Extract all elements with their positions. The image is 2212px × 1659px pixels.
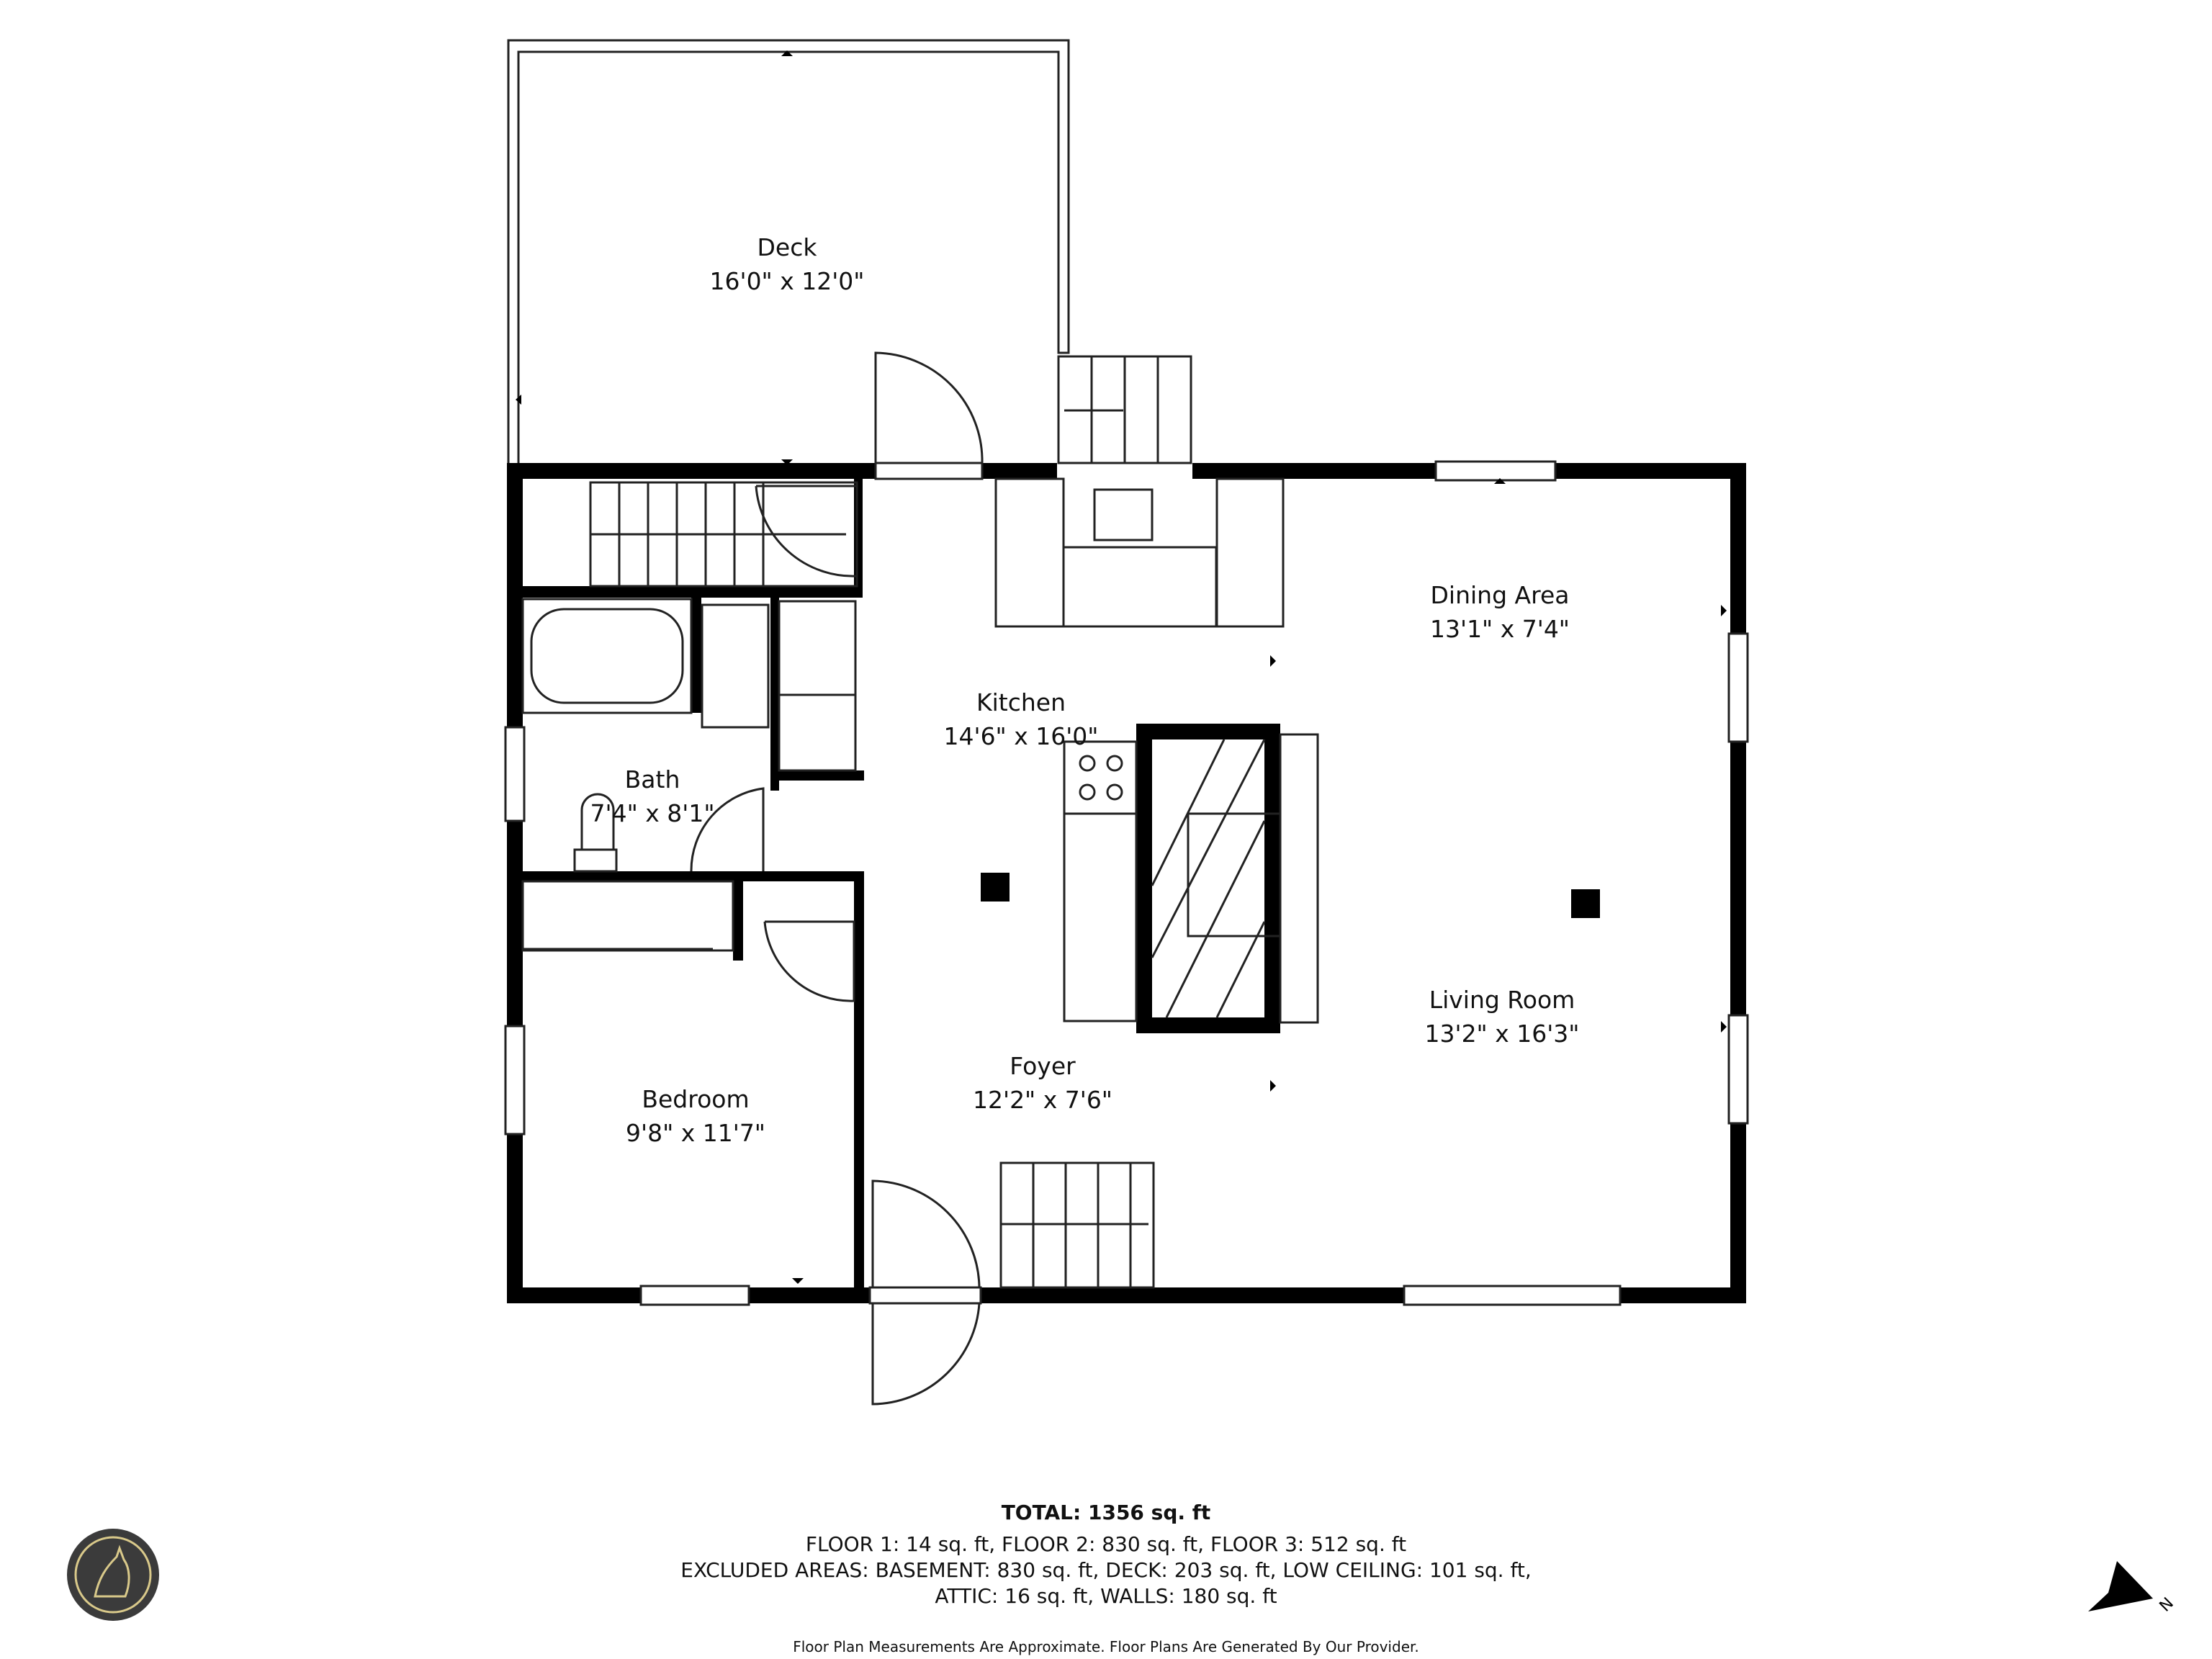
compass-label: N [2157,1594,2177,1615]
wolf-logo-icon [67,1529,159,1621]
dining-name: Dining Area [1431,581,1570,609]
deck-outline [507,39,1070,468]
kitchen-dims: 14'6" x 16'0" [944,722,1099,750]
floor-areas: FLOOR 1: 14 sq. ft, FLOOR 2: 830 sq. ft,… [805,1532,1407,1556]
excluded-areas-cont: ATTIC: 16 sq. ft, WALLS: 180 sq. ft [935,1584,1277,1608]
stairs [589,355,1192,1289]
bath-fixtures [521,598,734,952]
foyer-dims: 12'2" x 7'6" [973,1086,1112,1114]
dining-dims: 13'1" x 7'4" [1430,615,1570,643]
fixtures [701,477,1319,1024]
bedroom-dims: 9'8" x 11'7" [626,1119,765,1147]
dimension-ticks [516,50,1727,1284]
total-area: TOTAL: 1356 sq. ft [1001,1501,1211,1524]
deck-dims: 16'0" x 12'0" [710,267,865,295]
bath-dims: 7'4" x 8'1" [590,799,715,827]
deck-name: Deck [757,233,818,261]
living-name: Living Room [1429,986,1575,1014]
bedroom-name: Bedroom [642,1085,749,1113]
doors [690,351,984,1406]
bath-name: Bath [625,765,680,793]
living-dims: 13'2" x 16'3" [1425,1020,1580,1048]
kitchen-name: Kitchen [976,688,1066,716]
disclaimer: Floor Plan Measurements Are Approximate.… [793,1638,1419,1655]
excluded-areas: EXCLUDED AREAS: BASEMENT: 830 sq. ft, DE… [680,1558,1532,1582]
room-labels: Deck 16'0" x 12'0" Dining Area 13'1" x 7… [590,233,1580,1147]
windows [504,460,1749,1306]
north-arrow-icon: N [2088,1561,2177,1616]
foyer-name: Foyer [1010,1052,1076,1080]
